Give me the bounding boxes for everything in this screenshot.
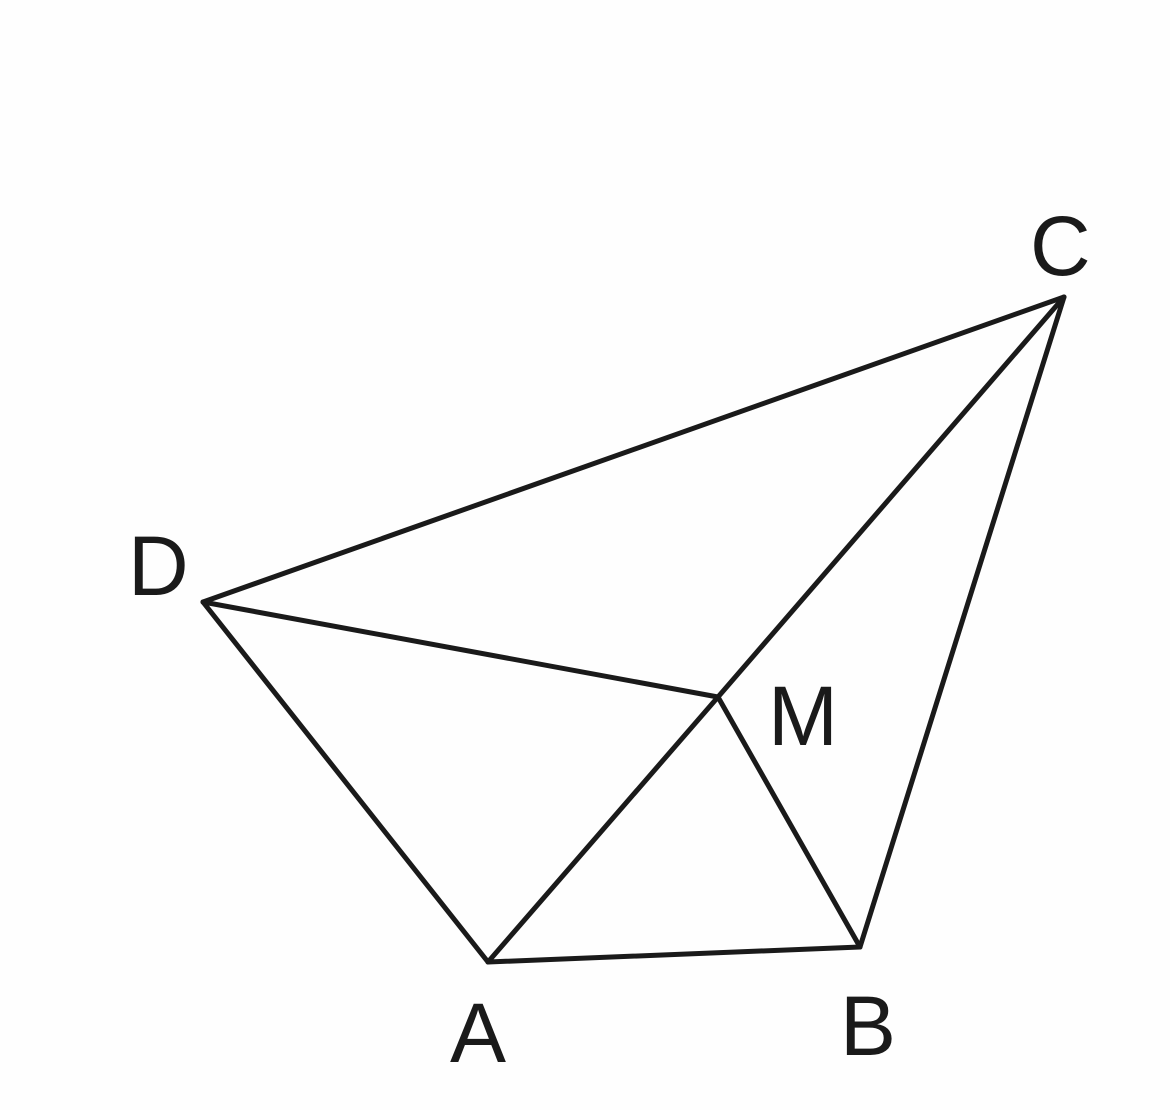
- segment-mb: [715, 694, 863, 950]
- segment-am: [485, 694, 721, 965]
- point-label-a: A: [450, 986, 506, 1080]
- point-label-m: M: [768, 669, 838, 763]
- segment-dc: [200, 294, 1067, 605]
- point-label-c: C: [1030, 199, 1091, 293]
- segment-ab: [485, 944, 863, 965]
- point-label-b: B: [840, 979, 896, 1073]
- point-labels-group: A B C D M: [128, 199, 1091, 1080]
- segment-mc: [715, 294, 1067, 700]
- segment-da: [200, 599, 491, 965]
- segments-group: [200, 294, 1067, 965]
- segment-dm: [200, 599, 721, 700]
- point-label-d: D: [128, 519, 189, 613]
- segment-bc: [857, 294, 1067, 950]
